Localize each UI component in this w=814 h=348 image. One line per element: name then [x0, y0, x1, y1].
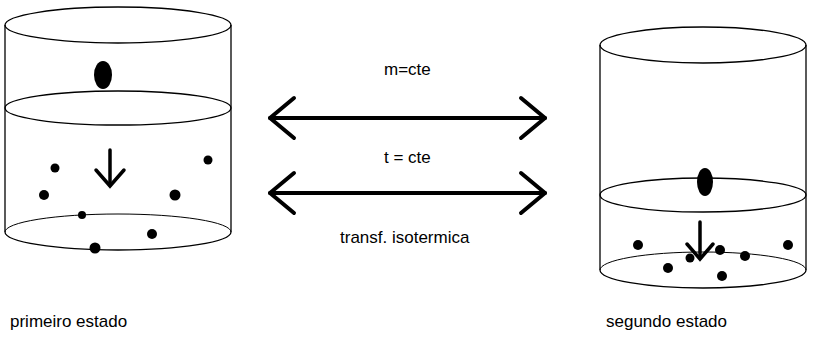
double-arrow	[270, 173, 545, 213]
force-arrow-left	[96, 150, 124, 186]
gas-particles-right	[633, 168, 793, 281]
state-cylinder: segundo estado	[592, 0, 814, 342]
process-note: transf. isotermica	[338, 228, 471, 248]
double-arrow	[270, 98, 545, 138]
state-cylinder: primeiro estado	[0, 0, 240, 342]
arrow-label: m=cte	[382, 60, 433, 80]
gas-particles-left	[39, 61, 213, 254]
state-caption: primeiro estado	[10, 312, 127, 332]
cylinder-left	[5, 7, 231, 250]
force-arrow-right	[687, 222, 713, 259]
arrow-label: t = cte	[382, 148, 433, 168]
cylinder-right	[600, 27, 806, 288]
state-caption: segundo estado	[606, 312, 727, 332]
